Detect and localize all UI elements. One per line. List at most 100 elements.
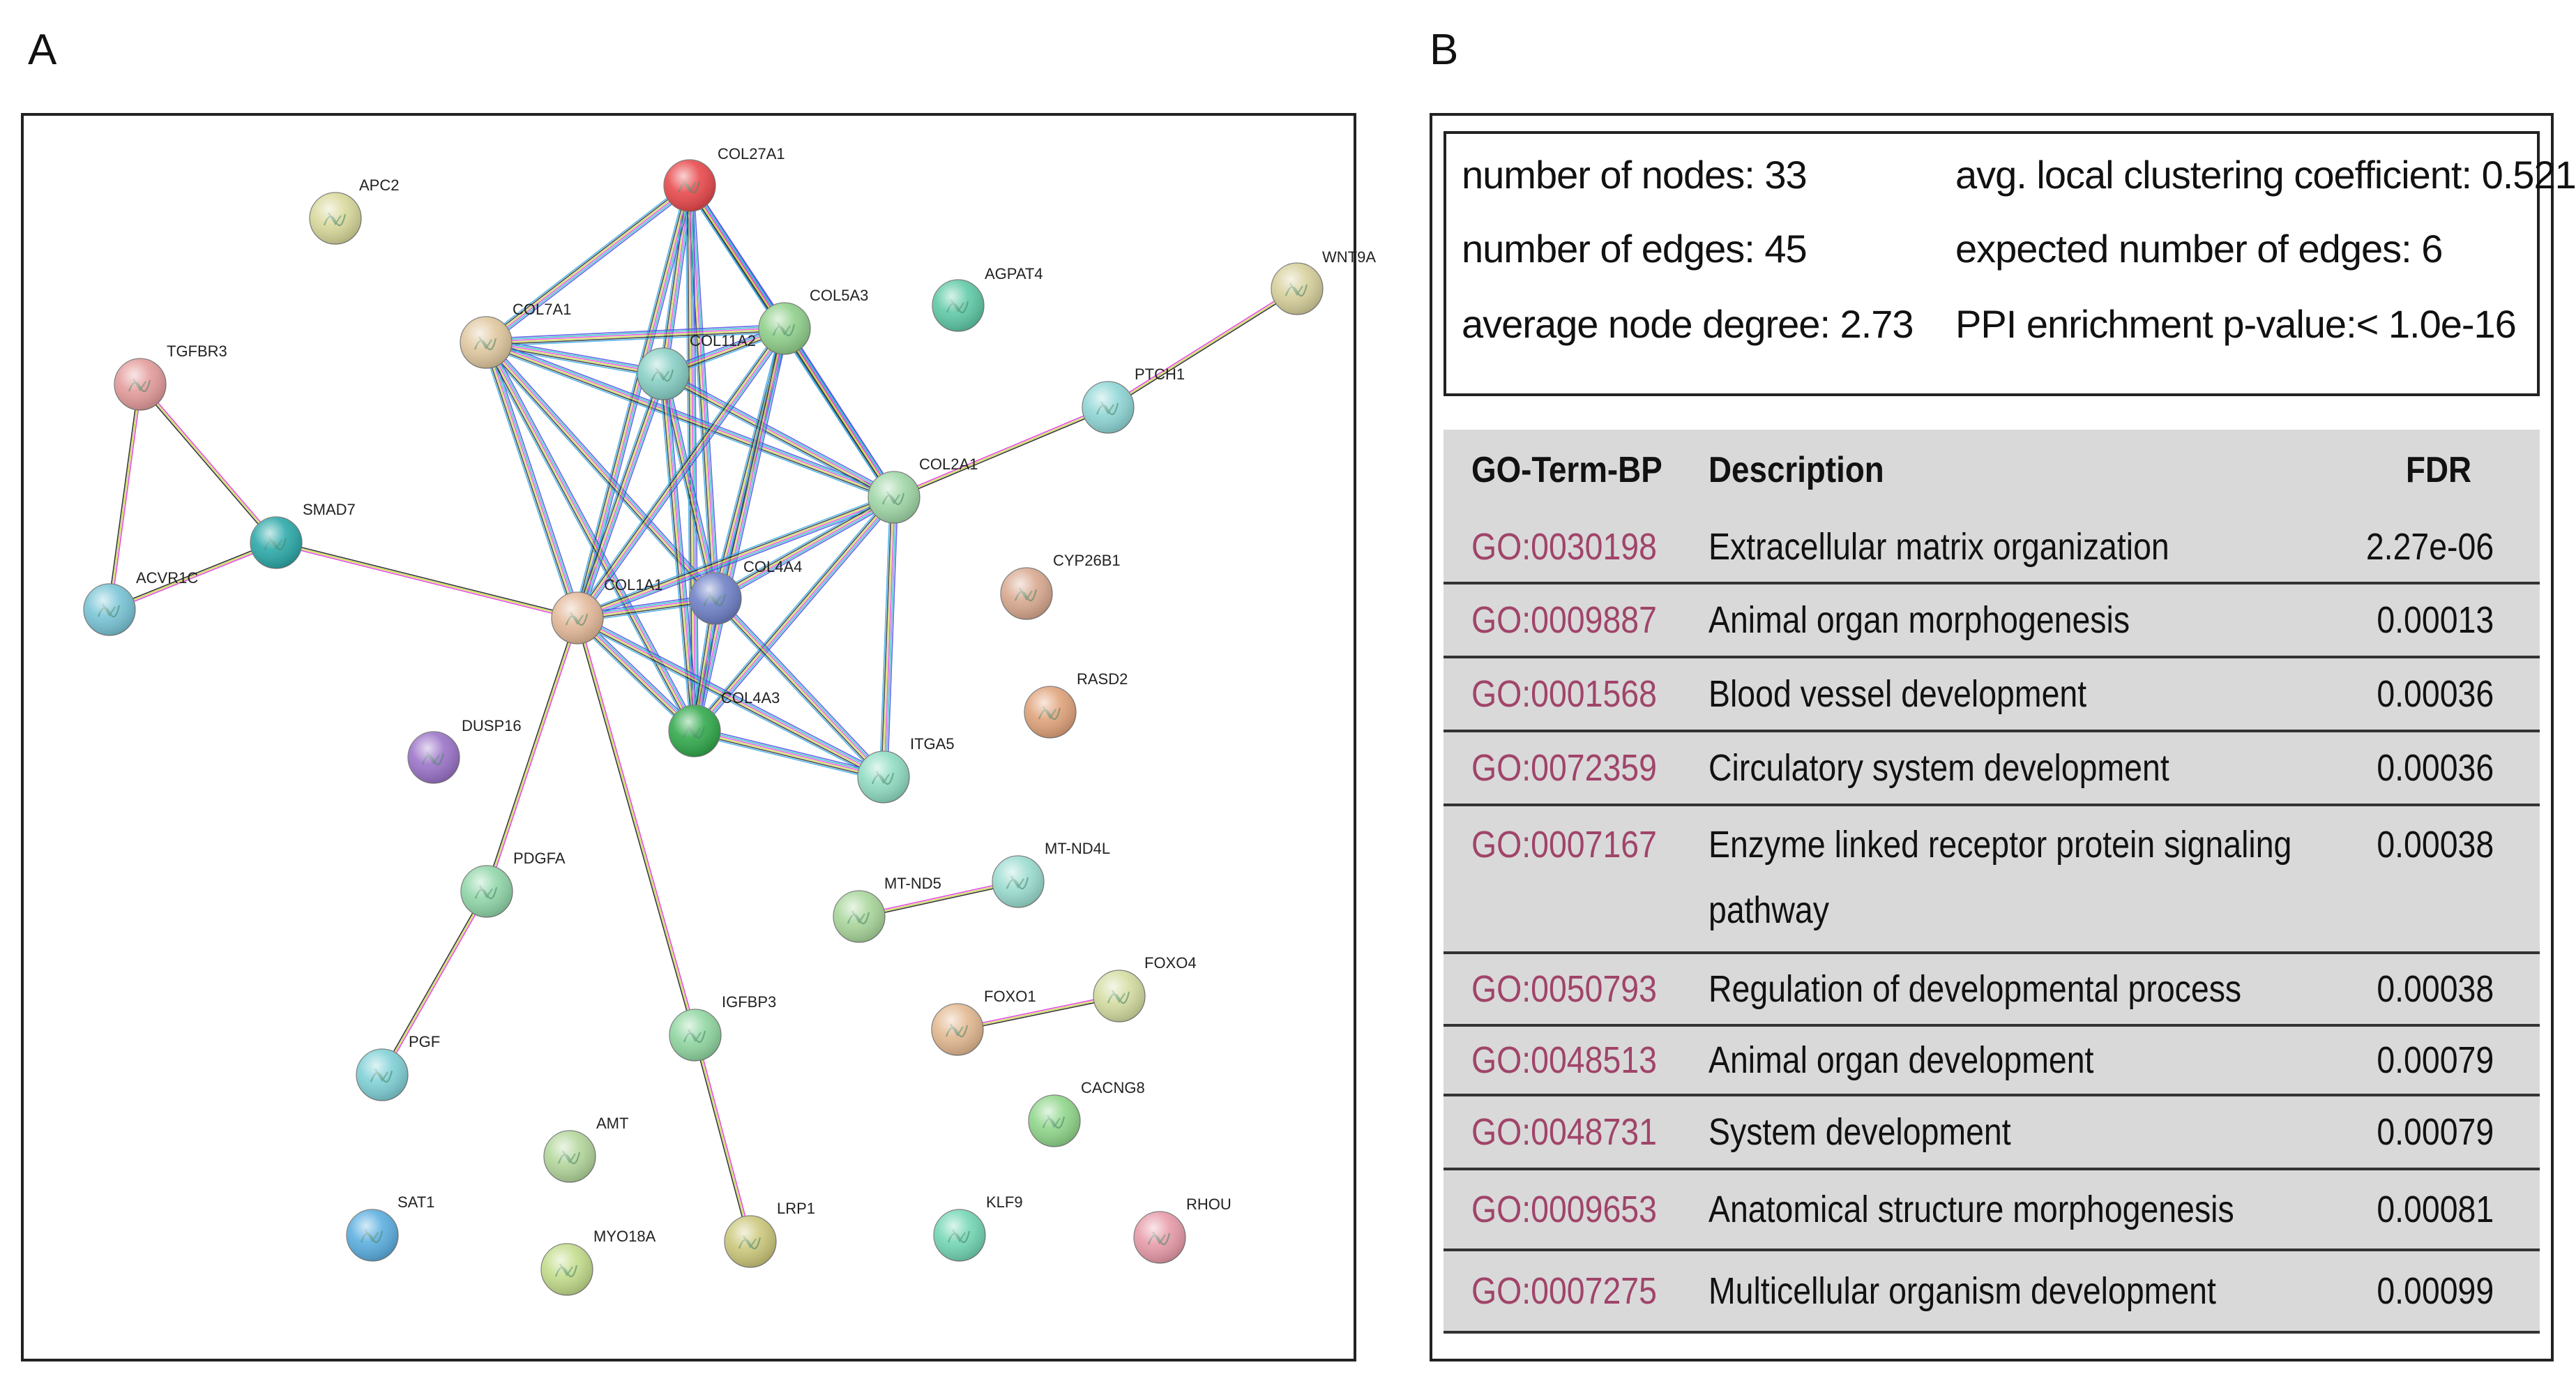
node-highlight	[934, 1209, 985, 1261]
node-col5a3[interactable]: COL5A3	[758, 287, 868, 355]
node-dusp16[interactable]: DUSP16	[407, 717, 522, 784]
edge-COL11A2-COL1A1	[573, 372, 667, 620]
go-term-link[interactable]: GO:0001568	[1471, 673, 1657, 715]
go-term-fdr: 0.00081	[2377, 1189, 2494, 1230]
node-col2a1[interactable]: COL2A1	[867, 455, 978, 524]
go-term-link[interactable]: GO:0048731	[1471, 1111, 1657, 1153]
go-term-description: System development	[1709, 1111, 2011, 1153]
go-term-link[interactable]: GO:0007167	[1471, 824, 1657, 866]
table-row: GO:0007275 Multicellular organism develop…	[1444, 1251, 2540, 1334]
node-label: FOXO4	[1144, 954, 1197, 972]
node-amt[interactable]: AMT	[543, 1115, 628, 1183]
node-highlight	[1082, 382, 1134, 433]
node-mt-nd4l[interactable]: MT-ND4L	[992, 840, 1110, 908]
header-go-term: GO-Term-BP	[1471, 450, 1662, 490]
edge-FOXO1-FOXO4	[957, 994, 1120, 1032]
node-label: KLF9	[986, 1193, 1023, 1211]
node-cacng8[interactable]: CACNG8	[1028, 1079, 1145, 1147]
node-label: COL5A3	[810, 287, 868, 304]
node-col7a1[interactable]: COL7A1	[460, 301, 571, 369]
node-tgfbr3[interactable]: TGFBR3	[114, 342, 227, 411]
node-col1a1[interactable]: COL1A1	[551, 576, 662, 644]
edge-COL7A1-COL4A3	[482, 340, 699, 733]
go-term-fdr: 0.00099	[2377, 1270, 2494, 1312]
edge-COL7A1-COL5A3	[485, 324, 785, 347]
node-col11a2[interactable]: COL11A2	[637, 332, 756, 400]
node-highlight	[1093, 970, 1145, 1022]
go-term-link[interactable]: GO:0007275	[1471, 1270, 1657, 1312]
panel-label-b: B	[1430, 26, 1459, 74]
node-rasd2[interactable]: RASD2	[1024, 670, 1128, 739]
stat-average-node-degree: average node degree: 2.73	[1462, 302, 1914, 346]
node-pdgfa[interactable]: PDGFA	[460, 850, 566, 918]
node-label: FOXO1	[984, 988, 1036, 1005]
go-term-link[interactable]: GO:0050793	[1471, 968, 1657, 1010]
node-highlight	[759, 303, 810, 354]
node-acvr1c[interactable]: ACVR1C	[83, 569, 198, 636]
node-label: COL2A1	[919, 455, 978, 473]
edge-COL27A1-COL7A1	[483, 182, 692, 346]
node-highlight	[932, 1004, 983, 1055]
node-foxo1[interactable]: FOXO1	[931, 988, 1036, 1056]
edge-COL5A3-COL1A1	[573, 326, 789, 621]
node-highlight	[1029, 1095, 1080, 1147]
go-term-description: Regulation of developmental process	[1709, 968, 2242, 1010]
node-agpat4[interactable]: AGPAT4	[932, 265, 1043, 332]
edge-MT-ND5-MT-ND4L	[858, 880, 1019, 919]
node-label: IGFBP3	[722, 993, 776, 1011]
node-highlight	[1271, 263, 1323, 315]
go-term-link[interactable]: GO:0009653	[1471, 1189, 1657, 1230]
node-highlight	[858, 751, 909, 803]
node-foxo4[interactable]: FOXO4	[1093, 954, 1197, 1023]
node-klf9[interactable]: KLF9	[933, 1193, 1023, 1262]
go-term-link[interactable]: GO:0009887	[1471, 599, 1657, 641]
node-highlight	[250, 517, 302, 568]
node-igfbp3[interactable]: IGFBP3	[669, 993, 776, 1062]
node-lrp1[interactable]: LRP1	[724, 1200, 815, 1268]
node-label: CACNG8	[1081, 1079, 1145, 1096]
go-term-description: Multicellular organism development	[1709, 1270, 2216, 1312]
go-term-link[interactable]: GO:0030198	[1471, 526, 1657, 568]
node-col4a4[interactable]: COL4A4	[689, 558, 802, 625]
go-term-link[interactable]: GO:0048513	[1471, 1039, 1657, 1081]
node-ptch1[interactable]: PTCH1	[1082, 365, 1185, 434]
node-smad7[interactable]: SMAD7	[250, 501, 356, 569]
go-term-link[interactable]: GO:0072359	[1471, 747, 1657, 789]
node-highlight	[1001, 568, 1052, 619]
go-term-description-continued: pathway	[1709, 889, 1829, 931]
node-highlight	[544, 1131, 596, 1182]
node-wnt9a[interactable]: WNT9A	[1271, 248, 1376, 315]
go-term-fdr: 0.00079	[2377, 1111, 2494, 1153]
edge-IGFBP3-LRP1	[693, 1034, 752, 1242]
node-sat1[interactable]: SAT1	[346, 1193, 434, 1262]
edge-COL1A1-SMAD7	[275, 541, 578, 620]
node-highlight	[833, 891, 885, 942]
node-mt-nd5[interactable]: MT-ND5	[833, 875, 941, 943]
go-term-description: Extracellular matrix organization	[1709, 526, 2169, 568]
edge-COL2A1-COL4A4	[713, 493, 897, 603]
node-rhou[interactable]: RHOU	[1133, 1195, 1232, 1264]
panel-label-a: A	[28, 26, 57, 74]
node-apc2[interactable]: APC2	[309, 176, 399, 245]
node-highlight	[84, 584, 135, 635]
node-highlight	[669, 705, 720, 757]
go-term-description: Animal organ morphogenesis	[1709, 599, 2130, 641]
node-cyp26b1[interactable]: CYP26B1	[1000, 552, 1121, 620]
node-col4a3[interactable]: COL4A3	[668, 689, 780, 757]
edge-COL4A3-ITGA5	[693, 726, 885, 782]
header-fdr: FDR	[2406, 450, 2472, 490]
node-label: COL11A2	[690, 332, 756, 349]
edge-COL11A2-COL4A4	[658, 372, 720, 600]
node-label: WNT9A	[1322, 248, 1376, 266]
node-highlight	[114, 359, 166, 410]
node-pgf[interactable]: PGF	[356, 1033, 440, 1101]
edge-COL5A3-COL2A1	[780, 326, 898, 500]
node-myo18a[interactable]: MYO18A	[540, 1228, 656, 1296]
node-label: TGFBR3	[167, 342, 227, 360]
node-label: MYO18A	[593, 1228, 656, 1245]
node-itga5[interactable]: ITGA5	[857, 735, 955, 804]
node-col27a1[interactable]: COL27A1	[663, 145, 785, 212]
